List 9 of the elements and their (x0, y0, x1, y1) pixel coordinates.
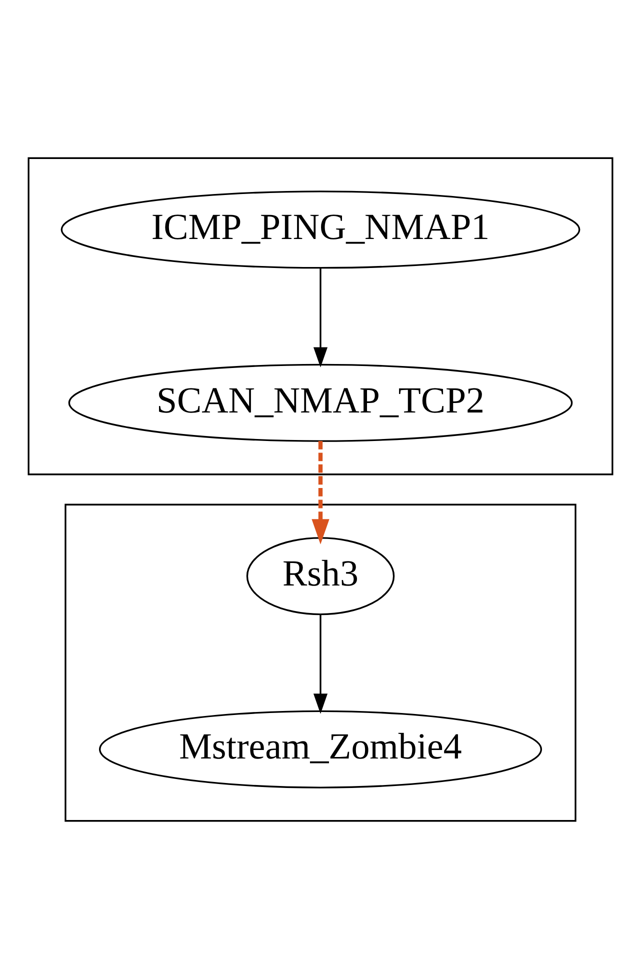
cluster (28, 157, 614, 476)
node-ellipse: ICMP_PING_NMAP1 (60, 190, 580, 269)
node-ellipse: SCAN_NMAP_TCP2 (68, 364, 573, 442)
node-ellipse: Mstream_Zombie4 (98, 710, 542, 788)
arrow (312, 441, 330, 544)
arrow (313, 614, 328, 714)
cluster (64, 504, 576, 822)
arrow (313, 268, 328, 368)
node-ellipse: Rsh3 (246, 537, 395, 616)
